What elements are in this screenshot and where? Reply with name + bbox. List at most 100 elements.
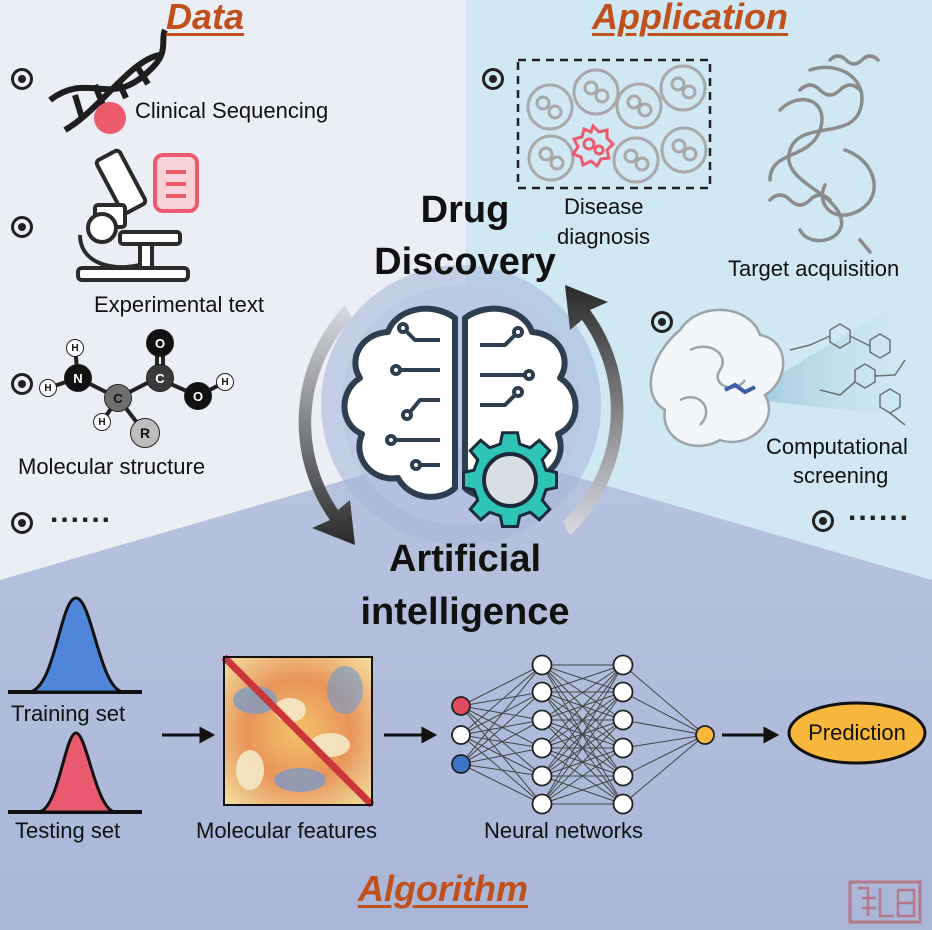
atom-h-alpha: H <box>93 413 111 431</box>
nn-connection <box>541 664 624 693</box>
section-title-data: Data <box>166 0 245 37</box>
atom-h-hydroxyl: H <box>216 373 234 391</box>
atom-h-top: H <box>66 339 84 357</box>
data-bullet-4 <box>11 512 33 534</box>
nn-connection <box>622 691 706 736</box>
prediction-oval <box>787 701 927 765</box>
nn-hidden-node <box>531 681 553 703</box>
docking-protein-icon <box>649 308 785 448</box>
data-bullet-2 <box>11 216 33 238</box>
dna-highlight-dot <box>94 102 126 134</box>
atom-r-group: R <box>130 418 160 448</box>
application-bullet-1 <box>482 68 504 90</box>
label-molecular-structure: Molecular structure <box>18 454 206 479</box>
dna-icon <box>48 28 168 133</box>
application-bullet-3 <box>812 510 834 532</box>
atom-n: N <box>64 364 92 392</box>
nn-connection <box>460 664 543 765</box>
feature-heatmap <box>221 654 375 808</box>
training-curve <box>27 596 125 694</box>
gear-icon <box>462 431 558 528</box>
label-screening: screening <box>793 463 889 488</box>
label-testing-set: Testing set <box>15 818 121 843</box>
microscope-icon <box>76 148 190 282</box>
nn-connection <box>460 763 543 805</box>
label-neural-networks: Neural networks <box>484 818 643 843</box>
label-diagnosis: diagnosis <box>557 224 650 249</box>
section-title-algorithm: Algorithm <box>358 868 528 909</box>
cells-icon <box>526 64 708 184</box>
nn-connection <box>541 719 624 805</box>
protein-structure-icon <box>768 54 880 254</box>
nn-hidden-node <box>612 765 634 787</box>
nn-hidden-node <box>531 793 553 815</box>
atom-o-hydroxyl: O <box>184 382 212 410</box>
atom-o-double: O <box>146 329 174 357</box>
section-title-application: Application <box>592 0 788 37</box>
nn-connection <box>460 747 543 765</box>
nn-hidden-node <box>612 793 634 815</box>
nn-connection <box>541 775 624 805</box>
flow-arrows <box>162 726 780 744</box>
label-training-set: Training set <box>11 701 126 726</box>
nn-hidden-node <box>612 654 634 676</box>
center-title-drug: Drug <box>420 189 510 231</box>
seal-watermark <box>848 880 922 924</box>
nn-hidden-node <box>531 737 553 759</box>
atom-c-alpha: C <box>104 384 132 412</box>
nn-connection <box>541 691 624 805</box>
label-disease: Disease <box>564 194 644 219</box>
nn-connection <box>541 664 624 805</box>
application-more-dots: ...... <box>848 494 911 527</box>
data-bullet-3 <box>11 373 33 395</box>
testing-curve <box>37 731 117 814</box>
nn-connection <box>622 734 706 777</box>
nn-input-node <box>451 696 471 716</box>
cycle-arrow-right <box>563 285 624 535</box>
nn-connection <box>541 747 624 805</box>
label-molecular-features: Molecular features <box>196 818 377 843</box>
nn-connection <box>541 664 624 749</box>
nn-hidden-node <box>612 709 634 731</box>
nn-input-node <box>451 754 471 774</box>
nn-connection <box>541 664 624 777</box>
nn-connection <box>460 664 543 736</box>
ligand-molecules <box>789 323 906 426</box>
nn-hidden-node <box>612 681 634 703</box>
nn-hidden-node <box>531 765 553 787</box>
nn-connection <box>622 734 706 749</box>
nn-output-node <box>695 725 715 745</box>
nn-connection <box>460 691 543 707</box>
label-target-acquisition: Target acquisition <box>728 256 900 281</box>
nn-connection <box>460 763 543 777</box>
neural-network <box>451 654 715 815</box>
nn-connection <box>622 719 706 736</box>
label-experimental-text: Experimental text <box>94 292 264 317</box>
document-icon <box>153 153 199 213</box>
label-computational: Computational <box>766 434 908 459</box>
nn-connection <box>622 664 706 736</box>
screening-beam <box>740 292 930 420</box>
nn-hidden-node <box>531 654 553 676</box>
infected-cell-icon <box>570 123 616 169</box>
center-title-intelligence: intelligence <box>360 591 570 633</box>
label-prediction: Prediction <box>808 720 906 745</box>
atom-h-left: H <box>39 379 57 397</box>
nn-connection <box>460 664 543 707</box>
nn-connection <box>460 691 543 736</box>
nn-connection <box>622 734 706 805</box>
label-clinical-sequencing: Clinical Sequencing <box>135 98 329 123</box>
center-title-discovery: Discovery <box>374 241 556 283</box>
nn-connection <box>541 664 624 721</box>
application-bullet-2 <box>651 311 673 333</box>
nn-connection <box>460 691 543 765</box>
nn-connection <box>460 719 543 765</box>
data-more-dots: ...... <box>50 496 113 529</box>
nn-input-node <box>451 725 471 745</box>
data-bullet-1 <box>11 68 33 90</box>
ligand-icon <box>724 382 756 395</box>
diagnosis-frame <box>516 58 712 190</box>
algorithm-panel-bg <box>0 445 932 930</box>
nn-hidden-node <box>531 709 553 731</box>
